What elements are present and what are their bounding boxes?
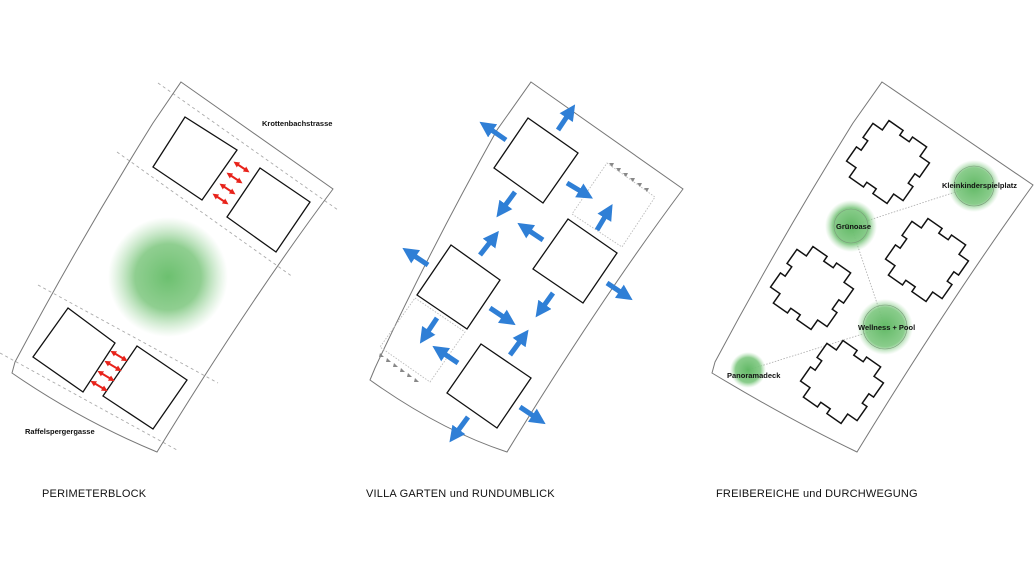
panel-villa-garten	[369, 81, 684, 453]
setback-line	[37, 284, 219, 384]
setback-line	[0, 352, 178, 451]
villa	[763, 239, 861, 337]
villa	[446, 343, 532, 429]
spot-gruenoase: Grünoase	[825, 200, 877, 252]
spot-label: Wellness + Pool	[858, 323, 915, 332]
building	[102, 345, 188, 430]
villa	[416, 244, 501, 330]
spot-panoramadeck: Panoramadeck	[727, 352, 781, 388]
villa	[878, 211, 976, 309]
panel-title-freibereiche: FREIBEREICHE und DURCHWEGUNG	[716, 488, 918, 500]
villa	[532, 218, 618, 304]
villa	[839, 113, 937, 211]
building	[152, 116, 238, 201]
spot-label: Grünoase	[836, 222, 871, 231]
villa	[493, 117, 579, 204]
spot-wellness-pool: Wellness + Pool	[857, 299, 915, 355]
spot-label: Panoramadeck	[727, 371, 781, 380]
site-outline	[711, 81, 1034, 453]
setback-line	[157, 82, 339, 211]
street-label-top: Krottenbachstrasse	[262, 119, 332, 128]
building	[226, 167, 311, 253]
panel-title-villa-garten: VILLA GARTEN und RUNDUMBLICK	[366, 488, 555, 500]
connection-arrows	[90, 161, 250, 392]
panel-title-perimeterblock: PERIMETERBLOCK	[42, 488, 147, 500]
view-arrows	[402, 104, 633, 443]
site-outline	[11, 81, 334, 453]
panel-perimeterblock: Krottenbachstrasse Raffelspergergasse	[0, 81, 339, 453]
spot-kleinkinderspielplatz: Kleinkinderspielplatz	[942, 160, 1017, 212]
spot-label: Kleinkinderspielplatz	[942, 181, 1017, 190]
terrace-area	[379, 297, 466, 383]
green-courtyard	[108, 217, 228, 337]
panel-freibereiche: Kleinkinderspielplatz Grünoase Wellness …	[711, 81, 1034, 453]
terrace-edge-markers	[379, 163, 649, 382]
building	[32, 307, 116, 393]
street-label-bottom: Raffelspergergasse	[25, 427, 95, 436]
